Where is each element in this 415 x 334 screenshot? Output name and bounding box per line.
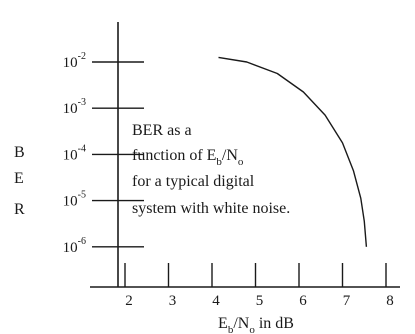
x-tick-label: 2 <box>125 293 133 309</box>
curve-layer <box>218 56 368 247</box>
x-tick-label: 6 <box>299 293 307 309</box>
axes <box>90 22 400 288</box>
ber-curve <box>218 56 368 247</box>
x-tick-label: 4 <box>212 293 220 309</box>
x-axis-label: Eb/No in dB <box>218 315 294 334</box>
x-tick-label: 7 <box>343 293 351 309</box>
y-axis-label-letter: R <box>14 201 25 218</box>
y-tick-label: 10-2 <box>63 51 86 71</box>
annotation-line: for a typical digital <box>132 173 255 190</box>
x-tick-label: 5 <box>256 293 264 309</box>
annotation-line: BER as a <box>132 122 192 139</box>
annotation-line: system with white noise. <box>132 200 290 217</box>
annotation-line: function of Eb/No <box>132 147 244 168</box>
y-tick-label: 10-3 <box>63 97 86 117</box>
y-tick-label: 10-4 <box>63 143 86 163</box>
y-tick-label: 10-5 <box>63 190 86 210</box>
y-axis-label-letter: E <box>14 170 24 187</box>
y-tick-label: 10-6 <box>63 236 86 256</box>
x-tick-label: 3 <box>169 293 177 309</box>
x-tick-label: 8 <box>386 293 394 309</box>
y-axis-label-letter: B <box>14 144 25 161</box>
labels: 10-2 10-3 10-4 10-5 10-6 2 3 4 5 6 7 8 BER BER as a fu… <box>14 51 394 334</box>
